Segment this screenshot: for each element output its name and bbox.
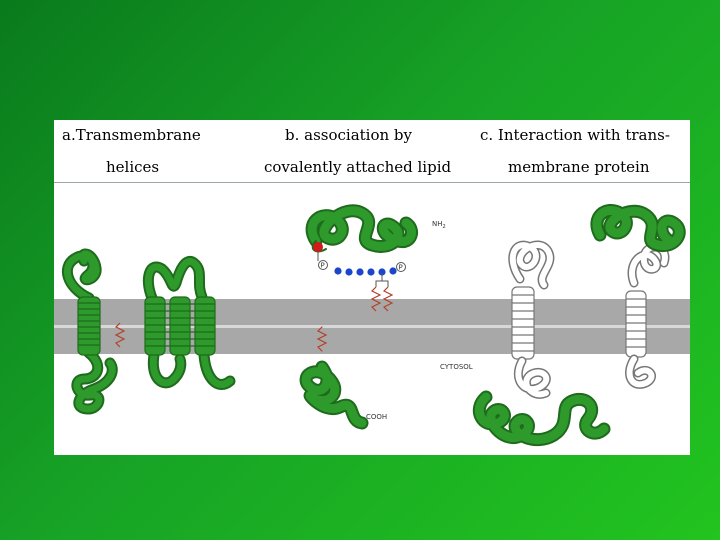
header-divider [54, 182, 690, 183]
protein-peripheral-bottom [472, 390, 611, 447]
label-nh2: NH2 [432, 220, 446, 230]
lipid-anchor-gpi: P P [313, 242, 406, 312]
helix-coil [77, 296, 101, 356]
svg-text:P: P [321, 262, 325, 270]
protein-transmembrane-white-left [508, 240, 555, 399]
svg-text:P: P [399, 264, 403, 272]
protein-lipid-anchored-top [305, 204, 418, 253]
protein-multi-pass-helices [142, 256, 236, 390]
header-c-line2: membrane protein [508, 158, 650, 176]
header-c-line1: c. Interaction with trans- [480, 126, 670, 144]
protein-lipid-anchored-bottom [299, 326, 369, 430]
header-a-line2: helices [106, 158, 160, 176]
header-b-line2: covalently attached lipid [264, 158, 452, 176]
membrane-protein-diagram: NH2 P P CYTOSOL COOH [54, 204, 690, 447]
header-b-line1: b. association by [285, 126, 413, 144]
label-cooh: COOH [366, 413, 387, 421]
lipid-tail-a [114, 322, 126, 348]
figure-panel: a.Transmembrane helices b. association b… [54, 120, 690, 455]
protein-peripheral-top [590, 204, 686, 253]
header-a-line1: a.Transmembrane [62, 126, 201, 144]
label-cytosol: CYTOSOL [440, 363, 473, 371]
protein-single-pass-helix [61, 248, 118, 415]
